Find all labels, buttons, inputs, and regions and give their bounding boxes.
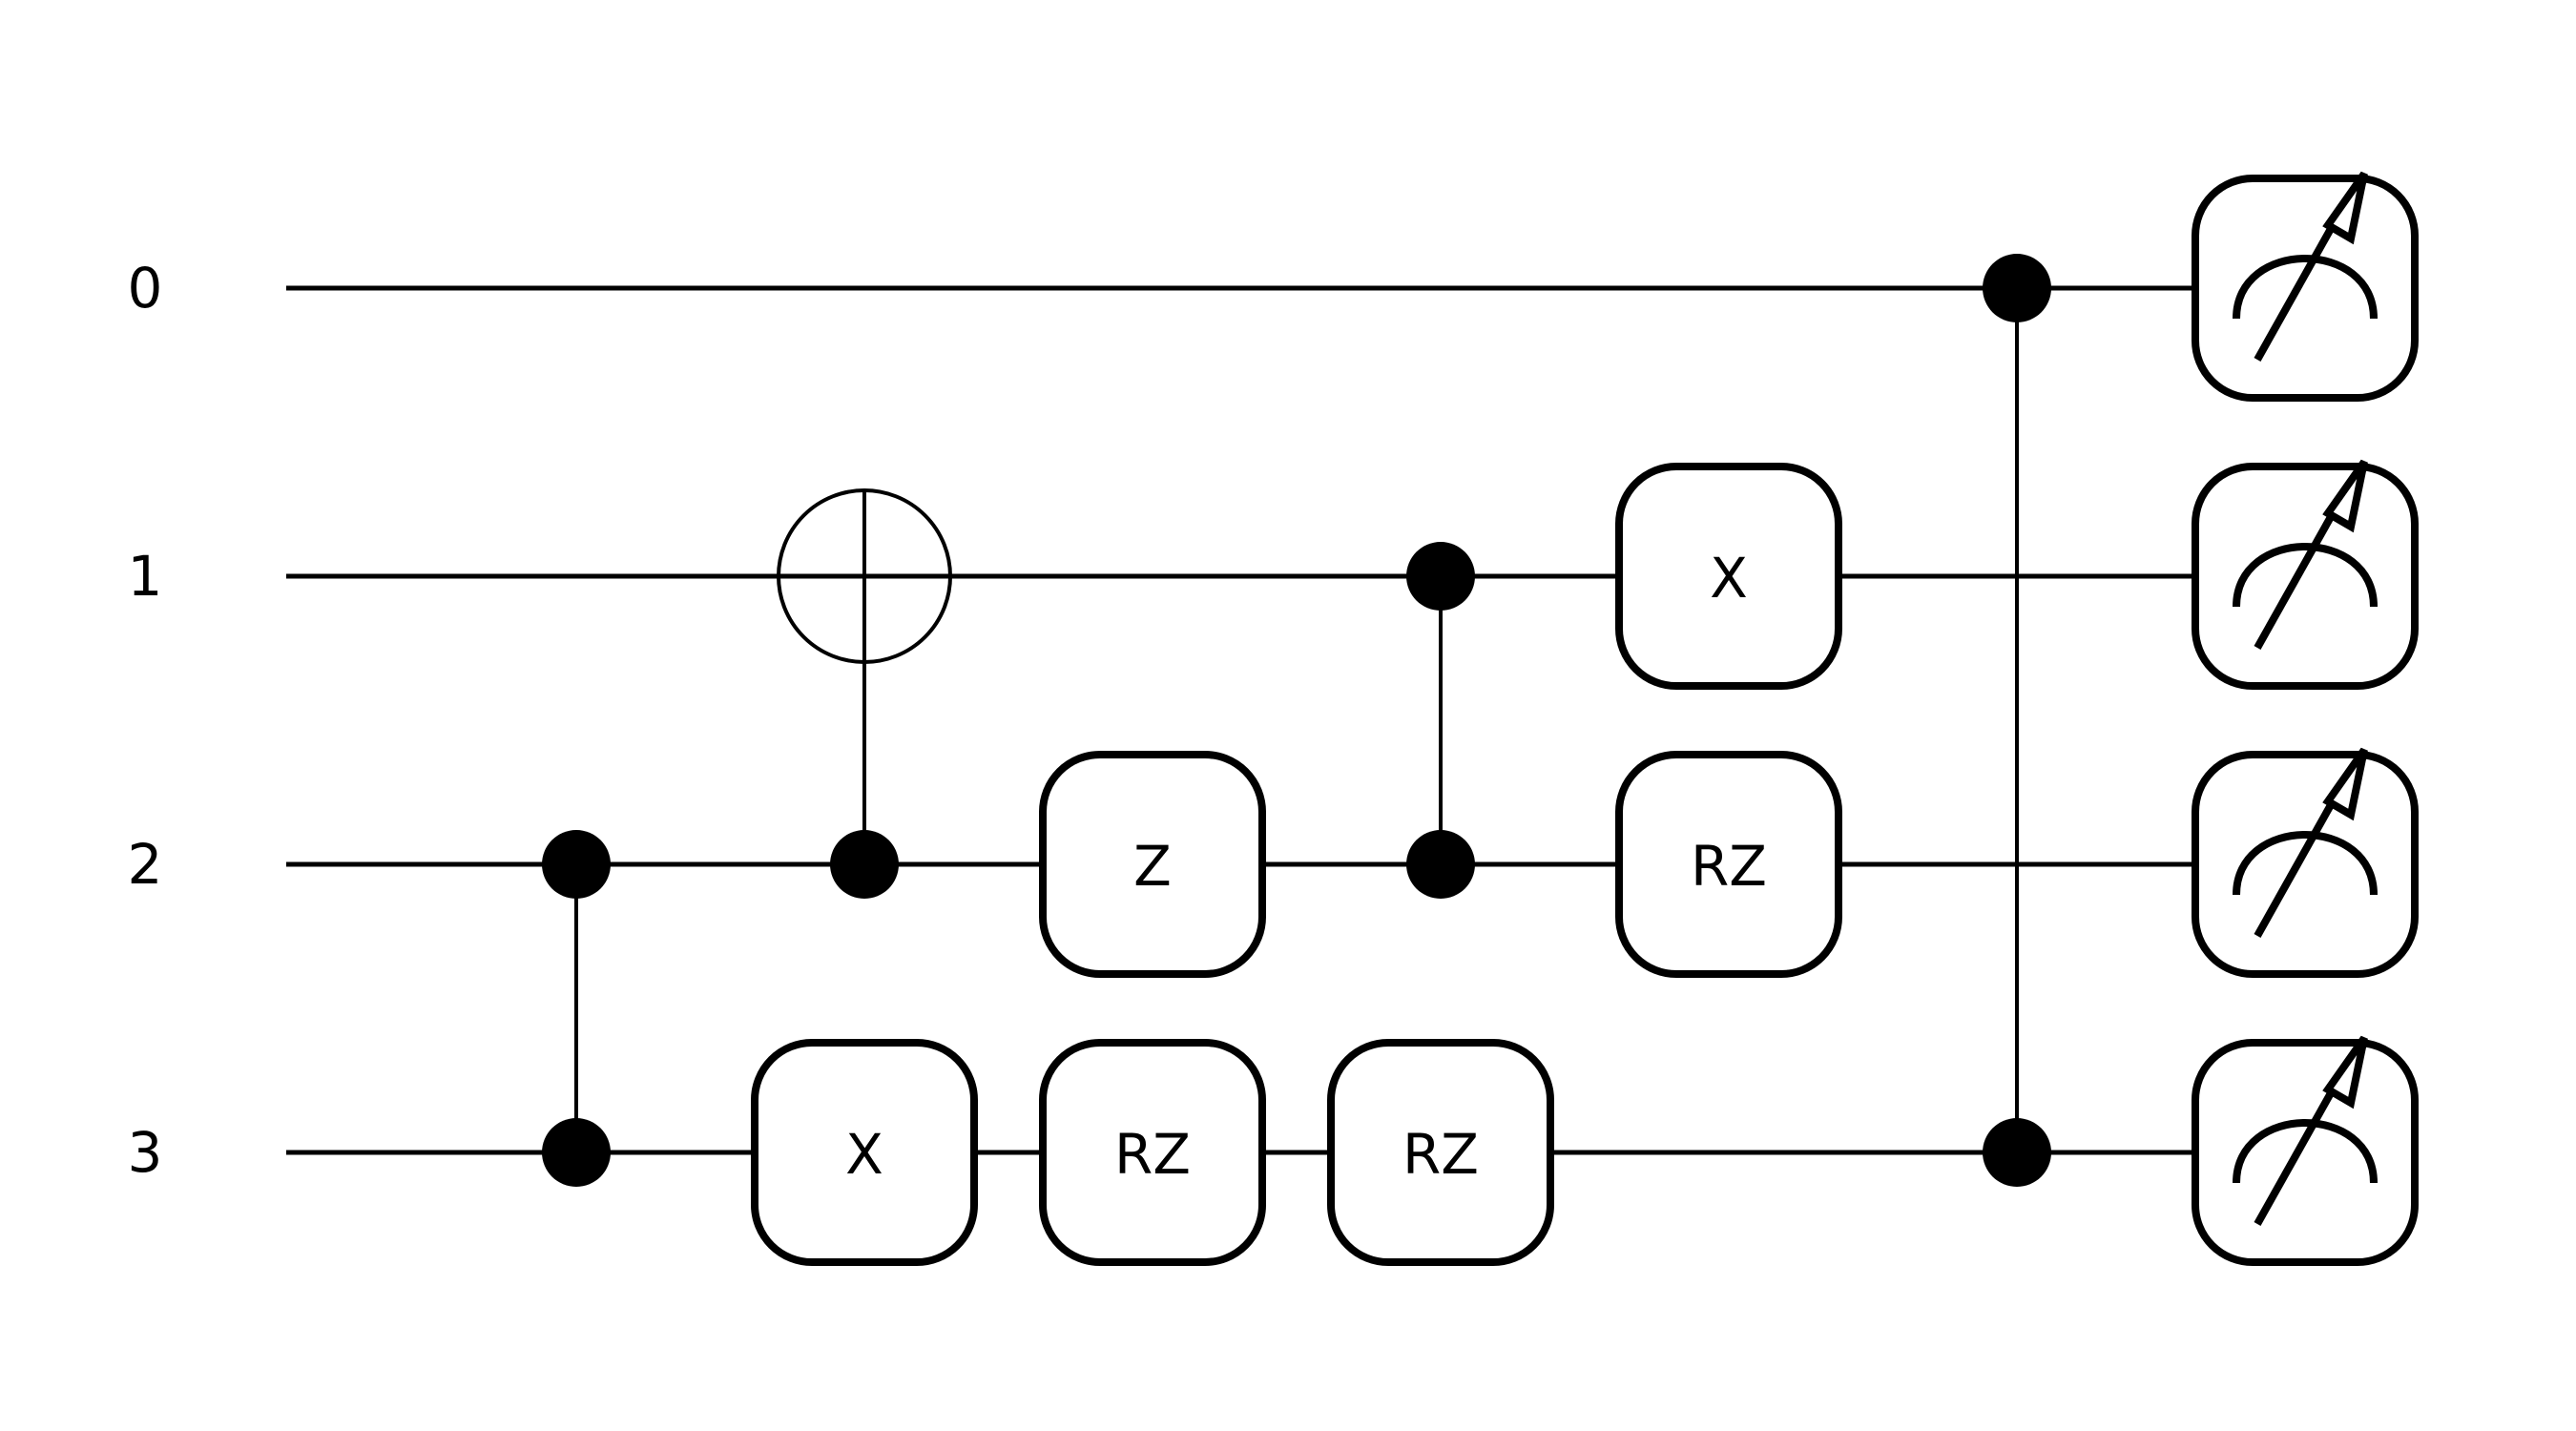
- control-dot: [830, 830, 899, 899]
- gate-x-wire-3-label: X: [845, 1122, 883, 1187]
- gate-rz-wire-3-label: RZ: [1114, 1122, 1191, 1187]
- gate-rz-wire-3: RZ: [1039, 1039, 1266, 1266]
- gate-x-wire-3-box: [751, 1039, 978, 1266]
- wire-labels-layer: 0 1 2 3: [128, 256, 163, 1185]
- measure-gate-wire-1: [2192, 459, 2419, 690]
- measurement-meter-icon: [2233, 459, 2378, 650]
- wire-label-0: 0: [128, 256, 163, 321]
- measure-gate-wire-3-box: [2192, 1039, 2419, 1266]
- gates-layer: X Z RZ RZ X RZ: [542, 171, 2419, 1266]
- control-dot: [542, 1118, 611, 1187]
- gate-rz-wire-3-box: [1327, 1039, 1554, 1266]
- measurement-meter-icon: [2233, 1035, 2378, 1226]
- gate-z-wire-2: Z: [1039, 751, 1266, 978]
- control-dot: [1406, 542, 1475, 611]
- wire-label-3: 3: [128, 1120, 163, 1185]
- gate-z-wire-2-label: Z: [1133, 834, 1172, 899]
- gate-rz-wire-2: RZ: [1615, 751, 1842, 978]
- measure-gate-wire-3: [2192, 1035, 2419, 1266]
- gate-rz-wire-3-box: [1039, 1039, 1266, 1266]
- gate-rz-wire-2-label: RZ: [1691, 834, 1767, 899]
- control-dot: [1983, 254, 2051, 322]
- gate-rz-wire-3: RZ: [1327, 1039, 1554, 1266]
- measurement-meter-icon: [2233, 171, 2378, 362]
- measure-gate-wire-0-box: [2192, 175, 2419, 402]
- gate-x-wire-1-box: [1615, 463, 1842, 690]
- measure-gate-wire-0: [2192, 171, 2419, 402]
- measurement-meter-icon: [2233, 747, 2378, 938]
- cnot-target: [777, 488, 952, 664]
- gate-rz-wire-3-label: RZ: [1402, 1122, 1479, 1187]
- gate-rz-wire-2-box: [1615, 751, 1842, 978]
- wire-label-1: 1: [128, 544, 163, 609]
- control-dot: [1406, 830, 1475, 899]
- control-dot: [542, 830, 611, 899]
- control-dot: [1983, 1118, 2051, 1187]
- wire-label-2: 2: [128, 832, 163, 897]
- control-lines-layer: [574, 288, 2019, 1152]
- gate-x-wire-3: X: [751, 1039, 978, 1266]
- measure-gate-wire-2: [2192, 747, 2419, 978]
- wires-layer: [286, 285, 2199, 1155]
- gate-z-wire-2-box: [1039, 751, 1266, 978]
- measure-gate-wire-2-box: [2192, 751, 2419, 978]
- measure-gate-wire-1-box: [2192, 463, 2419, 690]
- gate-x-wire-1: X: [1615, 463, 1842, 690]
- gate-x-wire-1-label: X: [1710, 546, 1748, 611]
